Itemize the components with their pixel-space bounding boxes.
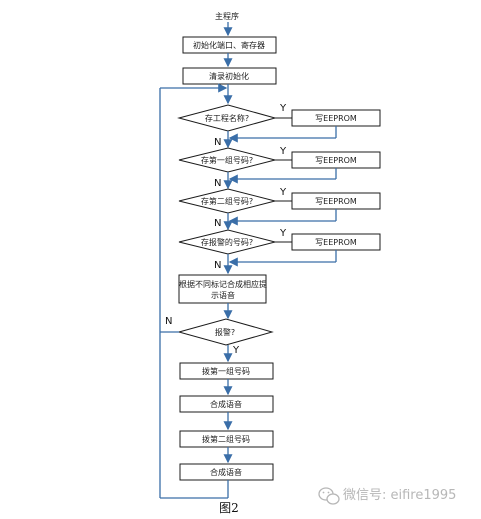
no-label: N	[214, 137, 221, 148]
yes-label: Y	[279, 146, 287, 157]
write-eeprom-text-4: 写EEPROM	[315, 238, 357, 247]
write-eeprom-text-3: 写EEPROM	[315, 197, 357, 206]
decision-alarm-text: 报警?	[215, 327, 235, 337]
step-dial-group1-box	[179, 362, 274, 380]
no-label: N	[214, 260, 221, 271]
yes-label: Y	[279, 187, 287, 198]
watermark-text: 微信号: eifire1995	[343, 488, 456, 503]
yes-label: Y	[279, 228, 287, 239]
decision-name-text: 存工程名称?	[205, 113, 249, 123]
step-synthesize-prompt-text-line2: 示语音	[211, 290, 235, 300]
step-synthesize-prompt-text-line1: 根据不同标记合成相应提	[179, 279, 267, 289]
flowchart-title: 主程序	[215, 11, 239, 21]
write-eeprom-text-2: 写EEPROM	[315, 156, 357, 165]
decision-channel-text: 存报警的号码?	[201, 237, 253, 247]
no-label: N	[165, 316, 172, 327]
decision-alarm-diamond	[177, 318, 274, 346]
step-dial-group2-text: 拨第二组号码	[202, 434, 250, 444]
no-label: N	[214, 218, 221, 229]
step-synth-voice-1-box	[179, 395, 274, 413]
yes-label: Y	[232, 345, 240, 356]
step-clear-init-text: 清录初始化	[209, 71, 249, 81]
step-synth-voice-2-text: 合成语音	[210, 467, 242, 477]
write-eeprom-text-1: 写EEPROM	[315, 114, 357, 123]
step-synthesize-prompt-box	[178, 274, 267, 304]
step-init-ports-box	[182, 36, 277, 54]
step-dial-group1-text: 拨第一组号码	[202, 366, 250, 376]
step-dial-group2-box	[179, 430, 274, 448]
figure-caption: 图2	[219, 501, 239, 515]
decision-group2-text: 存第二组号码?	[201, 196, 253, 206]
yes-label: Y	[279, 103, 287, 114]
step-clear-init-box	[182, 67, 277, 85]
wechat-icon	[318, 487, 340, 505]
step-synth-voice-2-box	[179, 463, 274, 481]
decision-group1-text: 存第一组号码?	[201, 155, 253, 165]
step-init-ports-text: 初始化端口、寄存器	[193, 40, 265, 50]
no-label: N	[214, 178, 221, 189]
step-synth-voice-1-text: 合成语音	[210, 399, 242, 409]
